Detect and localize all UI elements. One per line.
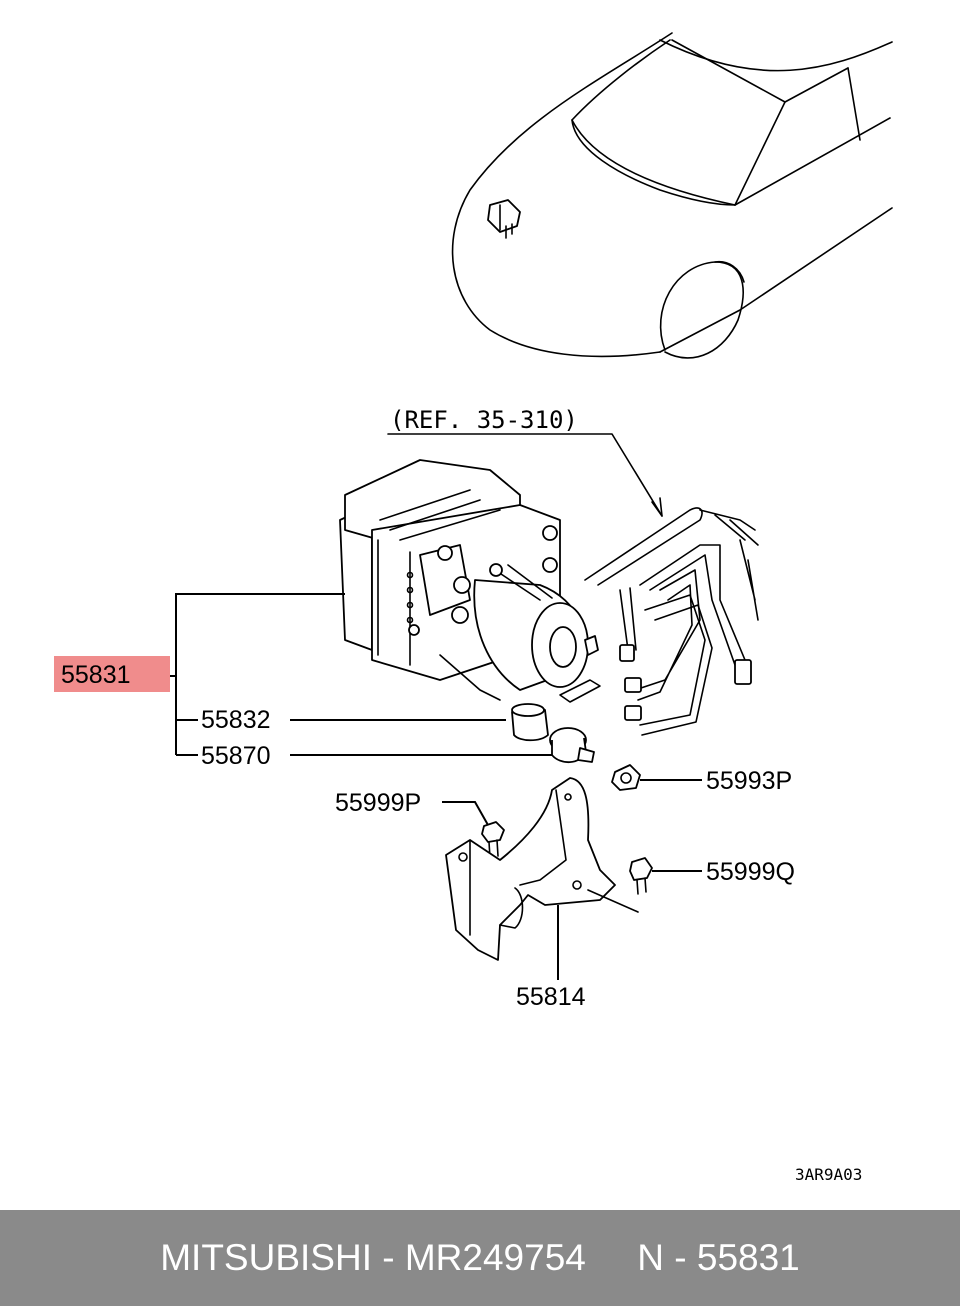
part-label-55999p[interactable]: 55999P bbox=[335, 789, 421, 817]
parts-diagram: (REF. 35-310) bbox=[54, 32, 893, 1184]
part-label-55999q[interactable]: 55999Q bbox=[706, 858, 795, 886]
drawing-code: 3AR9A03 bbox=[795, 1165, 862, 1184]
reference-leader bbox=[387, 433, 663, 517]
car-outline-illustration bbox=[451, 32, 893, 359]
nut-55993p-illustration bbox=[611, 764, 641, 791]
bracket-55814-illustration bbox=[445, 777, 639, 961]
reference-label: (REF. 35-310) bbox=[390, 406, 578, 434]
bolt-55999q-illustration bbox=[629, 857, 653, 895]
part-label-55870[interactable]: 55870 bbox=[201, 742, 271, 770]
footer-part-info: MITSUBISHI - MR249754 N - 55831 bbox=[160, 1237, 800, 1278]
abs-hydraulic-unit-illustration bbox=[339, 459, 601, 703]
part-55870-illustration bbox=[549, 727, 595, 764]
selected-part-highlight bbox=[54, 656, 170, 692]
part-label-55814[interactable]: 55814 bbox=[516, 983, 586, 1011]
part-55832-illustration bbox=[511, 703, 549, 742]
footer-bar: MITSUBISHI - MR249754 N - 55831 bbox=[0, 1210, 960, 1306]
part-label-55832[interactable]: 55832 bbox=[201, 706, 271, 734]
brake-pipes-illustration bbox=[584, 507, 759, 736]
part-label-55993p[interactable]: 55993P bbox=[706, 767, 792, 795]
part-label-55831[interactable]: 55831 bbox=[61, 661, 131, 689]
